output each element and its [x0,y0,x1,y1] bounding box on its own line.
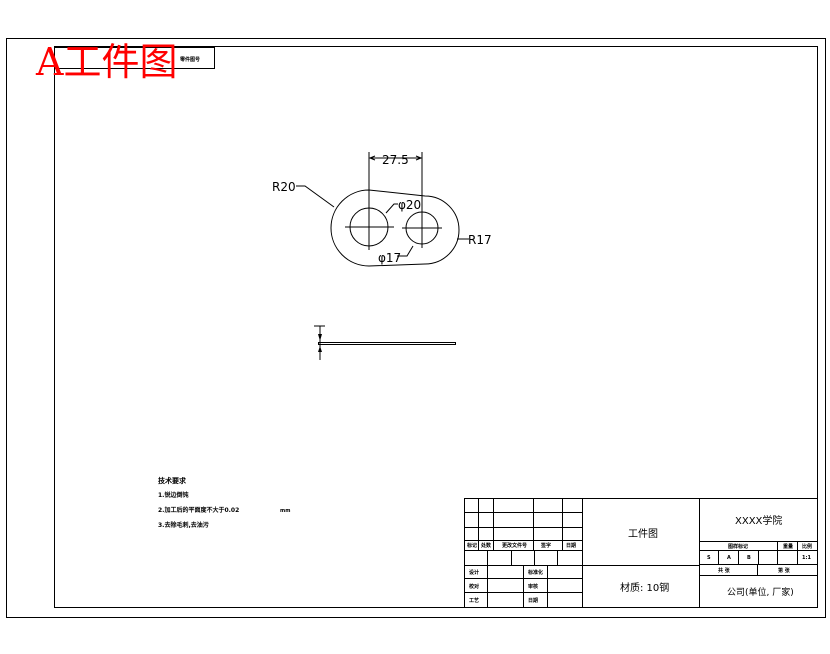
dim-hole-right: φ17 [378,251,401,265]
sheet-number: 第 张 [778,567,791,574]
mark-header: 图样标记 [728,543,748,550]
mark-cell: A [727,555,731,561]
sign-label: 标准化 [527,569,543,576]
note-item: 3.去除毛刺,去油污 [158,521,209,529]
corner-box-text: 零件图号 [180,56,200,63]
part-outline [330,189,460,267]
dim-r20: R20 [272,180,296,194]
leader-d17 [397,245,414,257]
sign-label: 设计 [469,569,479,576]
arrow-head [368,155,376,161]
arrow-head [415,155,423,161]
company-name: 公司(单位, 厂家) [727,586,794,598]
notes-title: 技术要求 [158,476,187,485]
note-item: 1.锐边倒钝 [158,491,188,499]
school-name: XXXX学院 [735,514,782,527]
rev-header: 日期 [566,542,576,549]
rev-header: 签字 [540,542,551,549]
weight-label: 重量 [783,543,793,550]
scale-label: 比例 [802,543,812,550]
corner-box [54,47,215,69]
note-unit: mm [280,508,290,514]
rev-header: 标记 [466,542,477,549]
sign-label: 工艺 [469,597,479,604]
material: 材质: 10钢 [620,581,669,594]
inner-frame [54,46,818,608]
mark-cell: S [707,555,711,561]
drawing-name: 工件图 [628,528,658,540]
sign-label: 审核 [528,583,538,590]
title-block [464,498,818,608]
mark-cell: B [747,555,751,561]
part-top-view [296,152,469,267]
rev-header: 处数 [480,542,492,549]
sheets-total: 共 张 [718,567,731,574]
dim-width: 27.5 [382,153,409,167]
note-item: 2.加工后的平面度不大于0.02 [158,506,239,514]
rev-header: 更改文件号 [502,542,527,549]
sign-label: 校对 [469,583,479,590]
leader-r20 [296,185,335,208]
dim-r17: R17 [468,233,492,247]
stamp-label: A工件图 [35,40,177,84]
sheet-border [6,38,826,618]
leader-d20 [385,203,398,214]
scale-value: 1:1 [802,555,811,561]
sign-label: 日期 [528,597,538,604]
part-side-view [314,325,456,360]
dim-hole-left: φ20 [398,198,421,212]
